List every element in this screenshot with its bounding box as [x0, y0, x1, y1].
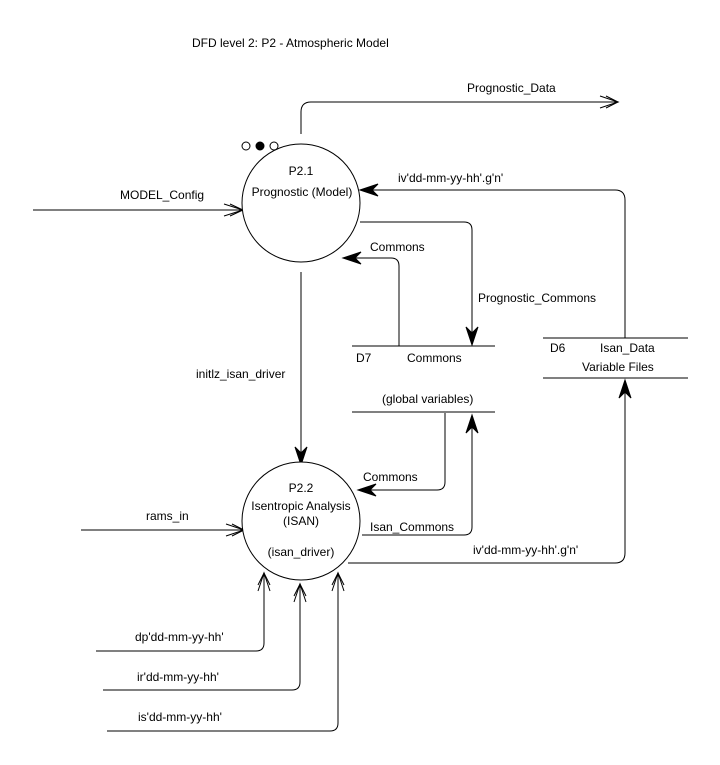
- flow-prognostic-commons[interactable]: Prognostic_Commons: [360, 221, 596, 347]
- multi-instance-dot-icon: [269, 141, 279, 151]
- process-name-line2: (ISAN): [283, 514, 319, 528]
- flow-model-config[interactable]: MODEL_Config: [33, 188, 245, 217]
- data-store-global-variables[interactable]: (global variables): [352, 392, 495, 413]
- process-name: Prognostic (Model): [252, 185, 353, 199]
- flow-label-dp: dp'dd-mm-yy-hh': [135, 630, 224, 644]
- diagram-title: DFD level 2: P2 - Atmospheric Model: [192, 36, 389, 50]
- store-name-line1: Isan_Data: [600, 341, 655, 355]
- flow-label-is: is'dd-mm-yy-hh': [138, 710, 222, 724]
- process-name-line1: Isentropic Analysis: [251, 499, 350, 513]
- flow-label-ir: ir'dd-mm-yy-hh': [137, 670, 219, 684]
- flow-commons-to-p22[interactable]: Commons: [356, 413, 446, 497]
- flow-label-commons-to-p22: Commons: [363, 470, 418, 484]
- process-p2-2[interactable]: P2.2 Isentropic Analysis (ISAN) (isan_dr…: [241, 461, 361, 581]
- flow-label-isan-commons: Isan_Commons: [370, 520, 454, 534]
- store-name: Commons: [407, 351, 462, 365]
- store-name: (global variables): [382, 392, 473, 406]
- multi-instance-dot-icon: [255, 141, 265, 151]
- flow-iv-from-p22[interactable]: iv'dd-mm-yy-hh'.g'n': [348, 378, 632, 564]
- flow-label-iv-to-p21: iv'dd-mm-yy-hh'.g'n': [398, 171, 503, 185]
- flow-iv-to-p21[interactable]: iv'dd-mm-yy-hh'.g'n': [358, 171, 626, 338]
- store-id: D7: [356, 351, 372, 365]
- flow-initlz-isan-driver[interactable]: initlz_isan_driver: [196, 272, 308, 467]
- multi-instance-dot-icon: [241, 141, 251, 151]
- store-name-line2: Variable Files: [582, 360, 654, 374]
- data-store-d6[interactable]: D6 Isan_Data Variable Files: [543, 337, 688, 379]
- flow-prognostic-data[interactable]: Prognostic_Data: [300, 81, 620, 134]
- flow-label-rams-in: rams_in: [146, 509, 189, 523]
- store-id: D6: [550, 341, 566, 355]
- flow-ir[interactable]: ir'dd-mm-yy-hh': [103, 582, 307, 691]
- flow-is[interactable]: is'dd-mm-yy-hh': [107, 571, 345, 732]
- flow-label-prognostic-data: Prognostic_Data: [467, 81, 556, 95]
- flow-label-iv-from-p22: iv'dd-mm-yy-hh'.g'n': [473, 543, 578, 557]
- flow-label-initlz: initlz_isan_driver: [196, 367, 285, 381]
- process-name-line3: (isan_driver): [268, 545, 335, 559]
- flow-label-commons-to-p21: Commons: [370, 240, 425, 254]
- process-id: P2.2: [289, 481, 314, 495]
- flow-label-prognostic-commons: Prognostic_Commons: [478, 291, 596, 305]
- process-p2-1[interactable]: P2.1 Prognostic (Model): [241, 141, 361, 263]
- data-store-d7[interactable]: D7 Commons: [352, 345, 495, 365]
- process-id: P2.1: [289, 164, 314, 178]
- flow-dp[interactable]: dp'dd-mm-yy-hh': [96, 571, 271, 652]
- flow-commons-to-p21[interactable]: Commons: [341, 240, 425, 346]
- flow-rams-in[interactable]: rams_in: [81, 509, 246, 537]
- flow-isan-commons[interactable]: Isan_Commons: [362, 413, 479, 536]
- flow-label-model-config: MODEL_Config: [120, 188, 204, 202]
